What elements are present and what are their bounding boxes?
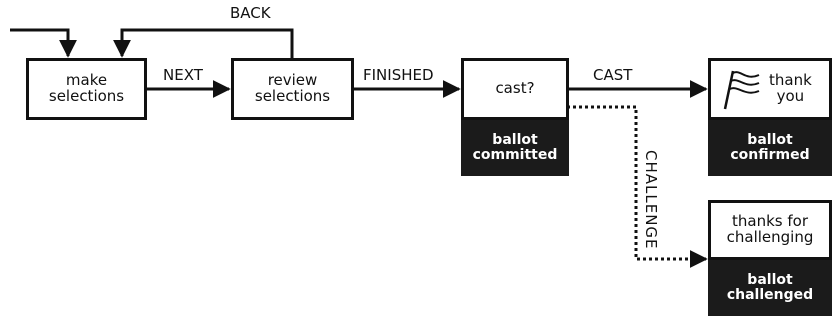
- flag-icon: [719, 67, 763, 111]
- challenge-arrow: [567, 105, 708, 268]
- ballot-committed-label: ballot committed: [472, 132, 558, 163]
- cast-node: cast?: [461, 58, 569, 120]
- thank-you-node: thank you: [708, 58, 832, 120]
- cast-edge-label: CAST: [593, 66, 633, 84]
- thank-you-label: thank you: [769, 71, 812, 105]
- ballot-committed-node: ballot committed: [461, 120, 569, 176]
- review-selections-node: review selections: [231, 58, 354, 120]
- entry-arrow: [10, 28, 77, 58]
- make-selections-label: make selections: [48, 71, 125, 105]
- thanks-challenging-node: thanks for challenging: [708, 200, 832, 260]
- thanks-challenging-label: thanks for challenging: [726, 212, 814, 246]
- make-selections-node: make selections: [26, 58, 147, 120]
- ballot-challenged-label: ballot challenged: [726, 272, 814, 303]
- back-arrow: [113, 28, 294, 60]
- ballot-confirmed-node: ballot confirmed: [708, 120, 832, 176]
- finished-label: FINISHED: [363, 66, 434, 84]
- ballot-confirmed-label: ballot confirmed: [730, 132, 810, 163]
- back-label: BACK: [230, 4, 271, 22]
- next-label: NEXT: [163, 66, 203, 84]
- cast-label: cast?: [495, 79, 535, 98]
- challenge-label: CHALLENGE: [642, 150, 660, 250]
- ballot-challenged-node: ballot challenged: [708, 260, 832, 316]
- review-selections-label: review selections: [254, 71, 331, 105]
